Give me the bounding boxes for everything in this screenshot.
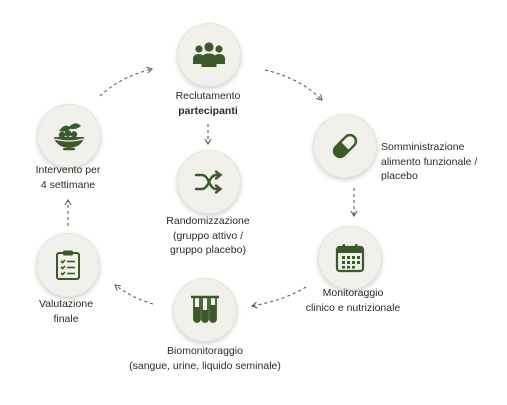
reclutamento-label: Reclutamento partecipanti — [150, 89, 266, 118]
biomonitoraggio-label: Biomonitoraggio (sangue, urine, liquido … — [105, 344, 305, 373]
biomonitoraggio-line2: (sangue, urine, liquido seminale) — [129, 359, 281, 372]
biomonitoraggio-icon-circle — [173, 278, 237, 342]
shuffle-icon — [194, 170, 223, 194]
monitoraggio-icon-circle — [318, 226, 382, 290]
monitoraggio-label: Monitoraggio clinico e nutrizionale — [288, 286, 418, 315]
valutazione-icon-circle — [36, 233, 100, 297]
clipboard-icon — [56, 250, 80, 280]
randomizzazione-line3: gruppo placebo) — [170, 244, 246, 256]
somministrazione-label: Somministrazione alimento funzionale / p… — [381, 140, 506, 184]
valutazione-line1: Valutazione — [38, 298, 94, 310]
somministrazione-icon-circle — [313, 114, 377, 178]
reclutamento-line2: partecipanti — [178, 104, 238, 117]
somministrazione-line3: placebo — [381, 170, 418, 182]
monitoraggio-line2: clinico e nutrizionale — [305, 301, 401, 314]
food-bowl-icon — [54, 123, 84, 151]
intervento-line1: Intervento per — [35, 164, 101, 176]
valutazione-label: Valutazione finale — [20, 297, 112, 326]
arrow-biomonitoraggio-to-valutazione — [114, 284, 154, 305]
users-icon — [193, 42, 225, 67]
monitoraggio-line1: Monitoraggio — [322, 287, 384, 299]
capsule-icon — [332, 133, 358, 159]
somministrazione-line2: alimento funzionale / — [381, 155, 478, 168]
arrow-intervento-to-reclutamento — [99, 66, 154, 97]
reclutamento-icon-circle — [177, 23, 241, 87]
intervento-icon-circle — [37, 104, 101, 168]
arrow-reclutamento-to-somministrazione — [264, 69, 323, 101]
biomonitoraggio-line1: Biomonitoraggio — [167, 345, 243, 357]
calendar-icon — [335, 244, 365, 273]
somministrazione-line1: Somministrazione — [381, 141, 465, 153]
randomizzazione-label: Randomizzazione (gruppo attivo / gruppo … — [140, 214, 276, 258]
arrow-monitoraggio-to-biomonitoraggio — [250, 286, 307, 309]
intervento-line2: 4 settimane — [40, 178, 96, 191]
test-tubes-icon — [191, 295, 219, 323]
reclutamento-line1: Reclutamento — [175, 90, 241, 102]
valutazione-line2: finale — [53, 312, 79, 325]
randomizzazione-line1: Randomizzazione — [166, 215, 250, 227]
randomizzazione-icon-circle — [177, 150, 241, 214]
intervento-label: Intervento per 4 settimane — [18, 163, 118, 192]
randomizzazione-line2: (gruppo attivo / — [172, 229, 244, 242]
